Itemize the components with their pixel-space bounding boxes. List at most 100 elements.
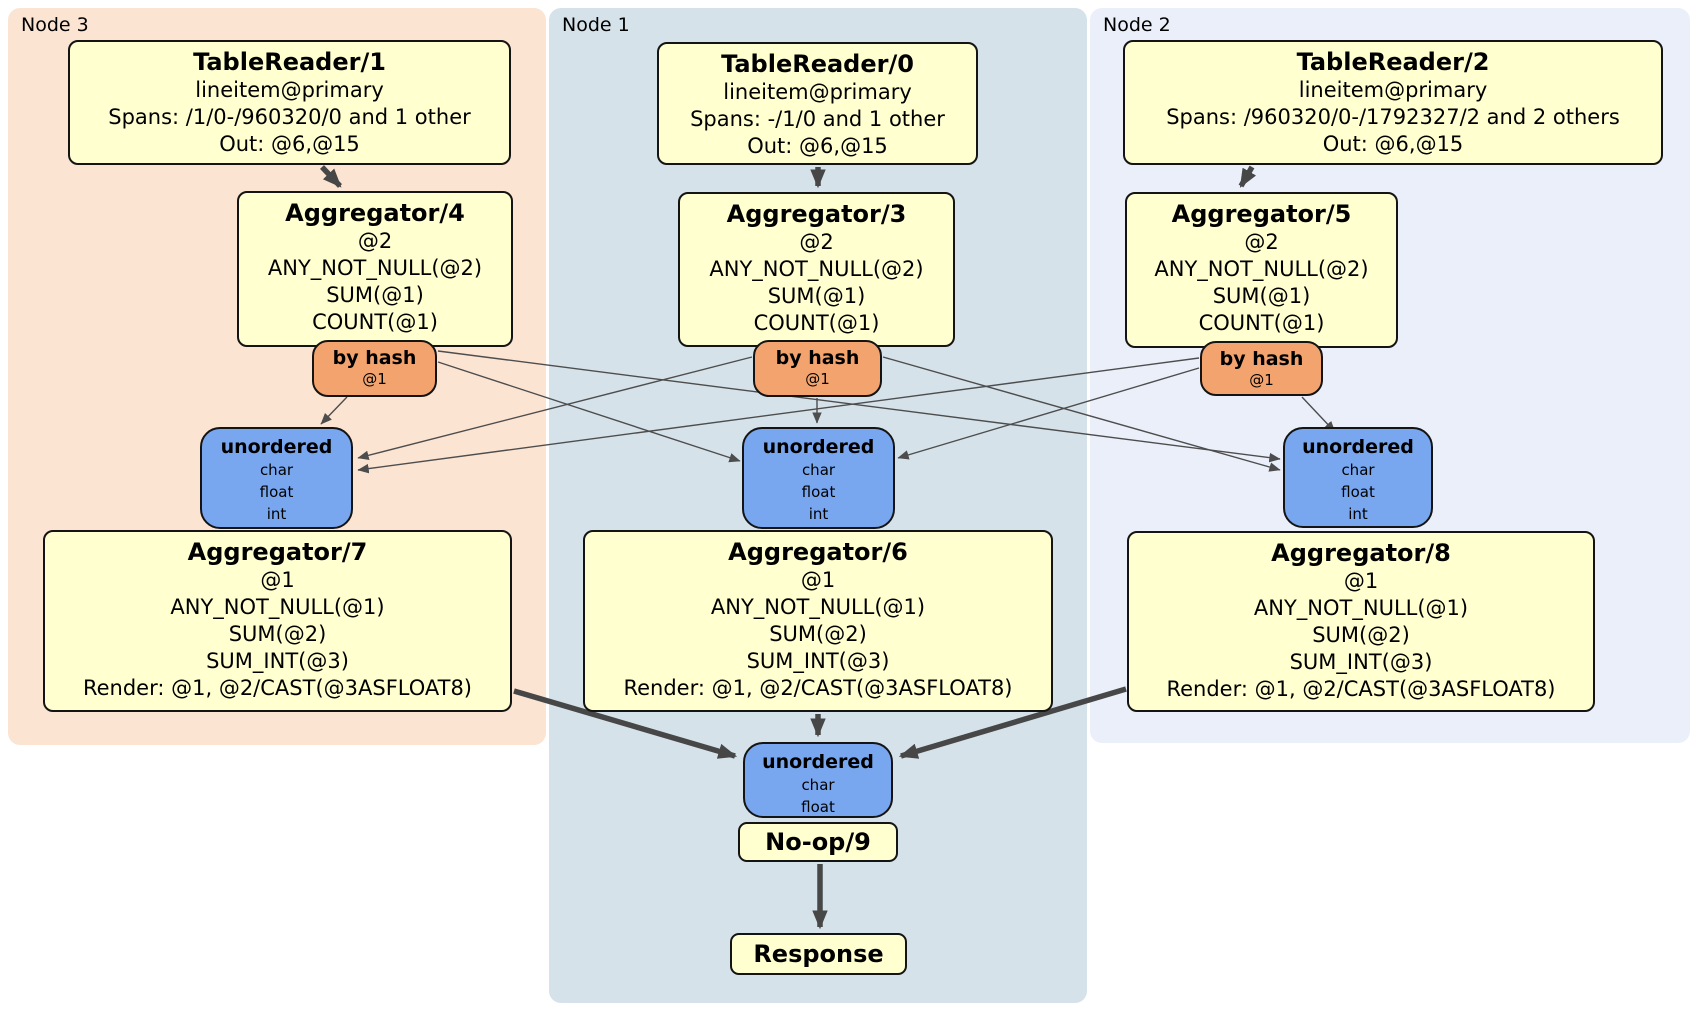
unordered-sync-node3-title: unordered [220,436,333,458]
sync-stream: float [1341,483,1375,501]
sync-stream: float [259,483,294,501]
edge-tablereader2-to-aggregator5 [1238,165,1257,188]
tablereader-1-out: Out: @6,@15 [219,132,360,156]
tablereader-0-out: Out: @6,@15 [747,134,888,158]
tablereader-2-title: TableReader/2 [1296,48,1490,76]
aggregator-8-box: Aggregator/8 @1 ANY_NOT_NULL(@1) SUM(@2)… [1127,531,1595,712]
aggregator-5-fn3: COUNT(@1) [1198,311,1325,335]
aggregator-6-fn2: SUM(@2) [769,622,867,646]
noop-title: No-op/9 [765,828,871,856]
unordered-sync-node1: unordered char float int [742,427,895,529]
sync-stream: char [259,461,294,479]
aggregator-5-fn1: ANY_NOT_NULL(@2) [1154,257,1369,281]
edge-hash3-to-un3 [320,396,348,425]
aggregator-6-fn3: SUM_INT(@3) [746,649,890,673]
tablereader-0-spans: Spans: -/1/0 and 1 other [690,107,945,131]
aggregator-5-group: @2 [1244,230,1279,254]
hash-router-node3: by hash @1 [312,340,437,397]
tablereader-1-index: lineitem@primary [195,78,384,102]
unordered-sync-final: unordered char float [743,742,893,818]
aggregator-6-title: Aggregator/6 [728,538,908,566]
response-box: Response [730,933,907,975]
aggregator-7-render: Render: @1, @2/CAST(@3ASFLOAT8) [82,676,473,700]
sync-stream: char [801,461,836,479]
tablereader-0-index: lineitem@primary [723,80,912,104]
sync-stream: int [808,505,829,523]
edge-hash2-to-un1 [897,367,1200,460]
aggregator-7-fn1: ANY_NOT_NULL(@1) [170,595,385,619]
edge-hash2-to-un3 [357,357,1200,474]
aggregator-8-fn2: SUM(@2) [1312,623,1410,647]
tablereader-0-box: TableReader/0 lineitem@primary Spans: -/… [657,42,978,165]
edge-tablereader1-to-aggregator4 [320,165,342,188]
aggregator-6-group: @1 [800,568,836,592]
aggregator-7-fn2: SUM(@2) [228,622,327,646]
aggregator-5-box: Aggregator/5 @2 ANY_NOT_NULL(@2) SUM(@1)… [1125,192,1398,348]
aggregator-6-box: Aggregator/6 @1 ANY_NOT_NULL(@1) SUM(@2)… [583,530,1053,712]
edge-aggregator8-to-final-sync [898,686,1127,759]
tablereader-2-spans: Spans: /960320/0-/1792327/2 and 2 others [1166,105,1620,129]
edge-hash2-to-un2 [1301,396,1336,433]
hash-router-node2-key: @1 [1249,371,1274,389]
aggregator-8-title: Aggregator/8 [1271,539,1451,567]
unordered-sync-node2: unordered char float int [1283,427,1433,528]
unordered-sync-node2-title: unordered [1302,436,1414,458]
sync-stream: char [801,776,835,794]
tablereader-0-title: TableReader/0 [721,50,914,78]
aggregator-4-title: Aggregator/4 [285,199,465,227]
aggregator-3-fn3: COUNT(@1) [753,311,880,335]
panel-node3-label: Node 3 [21,14,89,36]
aggregator-7-fn3: SUM_INT(@3) [206,649,349,673]
aggregator-4-fn1: ANY_NOT_NULL(@2) [267,256,483,280]
aggregator-7-group: @1 [260,568,295,592]
sync-stream: char [1341,461,1375,479]
aggregator-3-box: Aggregator/3 @2 ANY_NOT_NULL(@2) SUM(@1)… [678,192,955,347]
unordered-sync-node3: unordered char float int [200,427,353,529]
sync-stream: int [1348,505,1368,523]
aggregator-8-fn3: SUM_INT(@3) [1289,650,1433,674]
aggregator-7-title: Aggregator/7 [187,538,368,566]
edge-hash1-to-un2 [882,356,1281,472]
tablereader-2-out: Out: @6,@15 [1322,132,1464,156]
response-title: Response [753,940,884,968]
tablereader-1-spans: Spans: /1/0-/960320/0 and 1 other [108,105,471,129]
tablereader-2-index: lineitem@primary [1298,78,1488,102]
aggregator-5-title: Aggregator/5 [1171,200,1352,228]
edge-aggregator7-to-final-sync [513,688,738,759]
panel-node2-label: Node 2 [1103,14,1171,36]
hash-router-node1-key: @1 [805,370,830,388]
hash-router-node2-title: by hash [1219,348,1304,370]
hash-router-node3-title: by hash [332,347,417,369]
sync-stream: float [801,483,836,501]
sync-stream: int [266,505,287,523]
hash-router-node2: by hash @1 [1200,341,1323,396]
aggregator-8-fn1: ANY_NOT_NULL(@1) [1253,596,1469,620]
edge-hash3-to-un1 [437,361,741,463]
panel-node1-label: Node 1 [562,14,630,36]
aggregator-6-render: Render: @1, @2/CAST(@3ASFLOAT8) [623,676,1013,700]
aggregator-3-fn1: ANY_NOT_NULL(@2) [709,257,924,281]
aggregator-8-group: @1 [1343,569,1379,593]
aggregator-8-render: Render: @1, @2/CAST(@3ASFLOAT8) [1166,677,1556,701]
aggregator-6-fn1: ANY_NOT_NULL(@1) [710,595,926,619]
aggregator-3-fn2: SUM(@1) [767,284,866,308]
unordered-sync-final-title: unordered [762,751,874,773]
aggregator-3-group: @2 [799,230,834,254]
aggregator-4-group: @2 [357,229,393,253]
aggregator-4-box: Aggregator/4 @2 ANY_NOT_NULL(@2) SUM(@1)… [237,191,513,347]
sync-stream: float [801,798,835,816]
hash-router-node3-key: @1 [362,370,387,388]
tablereader-2-box: TableReader/2 lineitem@primary Spans: /9… [1123,40,1663,165]
aggregator-7-box: Aggregator/7 @1 ANY_NOT_NULL(@1) SUM(@2)… [43,530,512,712]
edge-hash1-to-un3 [357,356,753,460]
unordered-sync-node1-title: unordered [762,436,875,458]
tablereader-1-box: TableReader/1 lineitem@primary Spans: /1… [68,40,511,165]
tablereader-1-title: TableReader/1 [193,48,386,76]
aggregator-4-fn2: SUM(@1) [326,283,424,307]
hash-router-node1: by hash @1 [753,340,882,397]
aggregator-4-fn3: COUNT(@1) [312,310,438,334]
aggregator-3-title: Aggregator/3 [726,200,907,228]
aggregator-5-fn2: SUM(@1) [1212,284,1311,308]
